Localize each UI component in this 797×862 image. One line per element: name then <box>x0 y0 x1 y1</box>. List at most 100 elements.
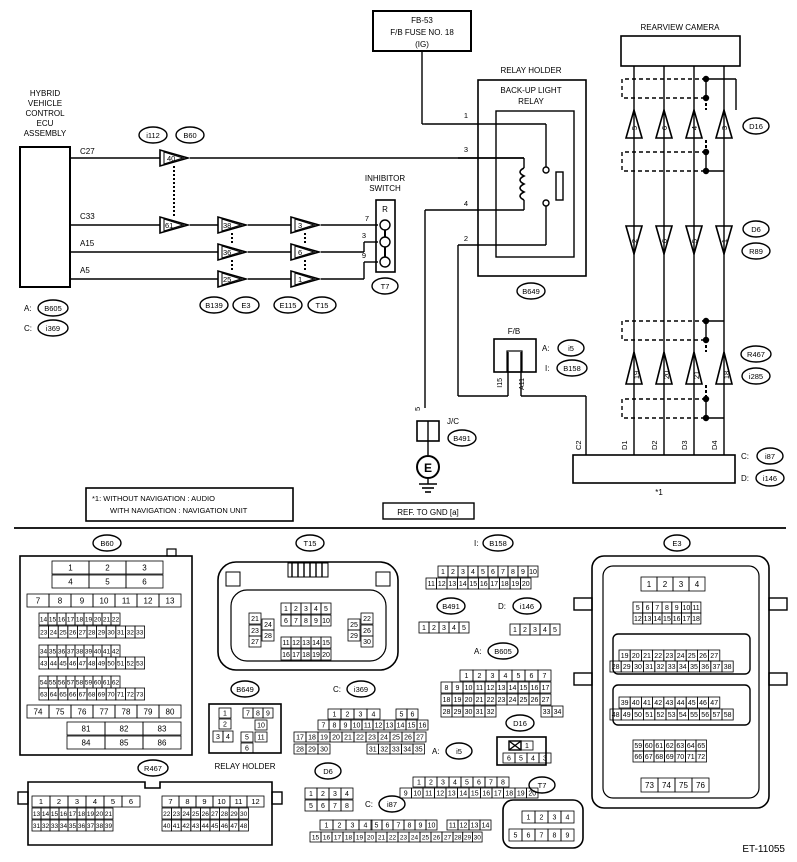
pin-cell <box>721 708 734 721</box>
svg-text:18: 18 <box>722 371 731 379</box>
pin-number: 48 <box>88 660 96 667</box>
pin-number: 35 <box>690 664 698 671</box>
pin-cell <box>527 565 539 578</box>
pin-label: 40 <box>167 154 175 163</box>
pin-number: 46 <box>699 700 707 707</box>
pin-number: 5 <box>324 606 328 613</box>
svg-text:B158: B158 <box>563 364 581 373</box>
svg-text:R: R <box>382 205 388 214</box>
pin-number: 16 <box>480 581 488 588</box>
pin-number: 28 <box>454 834 462 841</box>
svg-text:3: 3 <box>720 126 729 130</box>
pin-number: 13 <box>302 640 310 647</box>
pin-number: 20 <box>94 616 102 623</box>
pin-number: 21 <box>105 811 113 818</box>
pin-number: 43 <box>666 700 674 707</box>
pin-number: 27 <box>416 735 424 742</box>
pin-number: 42 <box>182 823 190 830</box>
pin-number: 32 <box>487 709 495 716</box>
connector-view-e3: E3 <box>573 534 788 809</box>
audio-nav-unit: C2 D1 D2 D3 D4 *1 C: i87 D: i146 <box>572 440 785 497</box>
pin-number: 72 <box>127 691 135 698</box>
pin-number: 5 <box>375 823 379 830</box>
pin-number: 41 <box>173 823 181 830</box>
pin-number: 6 <box>386 823 390 830</box>
pin-number: 31 <box>33 823 41 830</box>
svg-text:A:: A: <box>542 344 550 353</box>
pin-number: 57 <box>713 712 721 719</box>
pin-cell <box>406 708 419 720</box>
pin-cell <box>458 621 470 634</box>
pin-number: 33 <box>392 747 400 754</box>
pin-number: 15 <box>49 616 57 623</box>
connector-view-d16: D16 <box>496 714 547 766</box>
pin-number: 15 <box>322 640 330 647</box>
pin-cell <box>218 718 232 730</box>
pin-cell <box>320 636 332 649</box>
pin-number: 26 <box>69 629 77 636</box>
pin-number: 65 <box>59 691 67 698</box>
pin-number: 38 <box>96 823 104 830</box>
pin-number: 7 <box>543 673 547 680</box>
pin-number: 28 <box>264 633 272 640</box>
svg-text:I:: I: <box>474 539 478 548</box>
pin-number: 66 <box>634 754 642 761</box>
pin-number: 27 <box>79 629 87 636</box>
svg-text:*1: WITHOUT NAVIGATION : AUDI: *1: WITHOUT NAVIGATION : AUDIO <box>92 494 215 503</box>
inhibitor-switch: INHIBITOR SWITCH R 7 3 9 T7 <box>362 174 405 295</box>
pin-number: 19 <box>312 652 320 659</box>
pin-number: 68 <box>655 754 663 761</box>
ecu-line: ASSEMBLY <box>24 129 67 138</box>
fb-block: F/B I15 A11 A: i5 I: B158 <box>493 327 588 390</box>
pin-number: 14 <box>312 640 320 647</box>
pin-number: 21 <box>251 616 259 623</box>
pin-number: 50 <box>634 712 642 719</box>
pin-number: 70 <box>107 691 115 698</box>
svg-text:REARVIEW CAMERA: REARVIEW CAMERA <box>641 23 721 32</box>
svg-text:D16: D16 <box>513 719 527 728</box>
pin-number: 3 <box>461 569 465 576</box>
pin-cell <box>721 660 734 673</box>
pin-number: 18 <box>76 616 84 623</box>
pin-number: 34 <box>40 648 48 655</box>
pin-number: 13 <box>386 723 394 730</box>
fuse-line3: (IG) <box>415 40 429 49</box>
svg-text:A:: A: <box>432 747 440 756</box>
pin-number: 26 <box>433 834 441 841</box>
pin-number: 61 <box>655 743 663 750</box>
pin-number: 21 <box>643 653 651 660</box>
svg-text:i87: i87 <box>387 800 397 809</box>
pin-cell <box>560 810 575 824</box>
pin-number: 10 <box>322 618 330 625</box>
pin-number: 35 <box>49 648 57 655</box>
pin-number: 30 <box>363 639 371 646</box>
svg-text:6: 6 <box>660 239 669 243</box>
pin-number: 77 <box>100 707 109 716</box>
pin-number: 7 <box>322 723 326 730</box>
pin-cell <box>261 629 275 642</box>
pin-number: 2 <box>451 569 455 576</box>
pin-number: 84 <box>82 738 91 747</box>
pin-number: 17 <box>69 811 77 818</box>
pin-number: 33 <box>668 664 676 671</box>
pin-cell <box>360 635 374 648</box>
pin-number: 16 <box>531 685 539 692</box>
pin-number: 27 <box>251 639 259 646</box>
pin-number: 41 <box>643 700 651 707</box>
pin-number: 25 <box>192 811 200 818</box>
pin-number: 27 <box>444 834 452 841</box>
pin-cell <box>416 719 429 731</box>
svg-text:T15: T15 <box>304 539 317 548</box>
pin-number: 3 <box>442 625 446 632</box>
pin-number: 17 <box>490 581 498 588</box>
pin-number: 25 <box>59 629 67 636</box>
svg-text:*1: *1 <box>655 488 663 497</box>
pin-number: 19 <box>621 653 629 660</box>
pin-cell <box>254 719 268 731</box>
pin-number: 6 <box>321 803 325 810</box>
pin-number: 5 <box>105 577 110 586</box>
svg-text:SWITCH: SWITCH <box>369 184 401 193</box>
pin-number: 19 <box>87 811 95 818</box>
pin-number: 82 <box>120 724 129 733</box>
pin-number: 9 <box>314 618 318 625</box>
